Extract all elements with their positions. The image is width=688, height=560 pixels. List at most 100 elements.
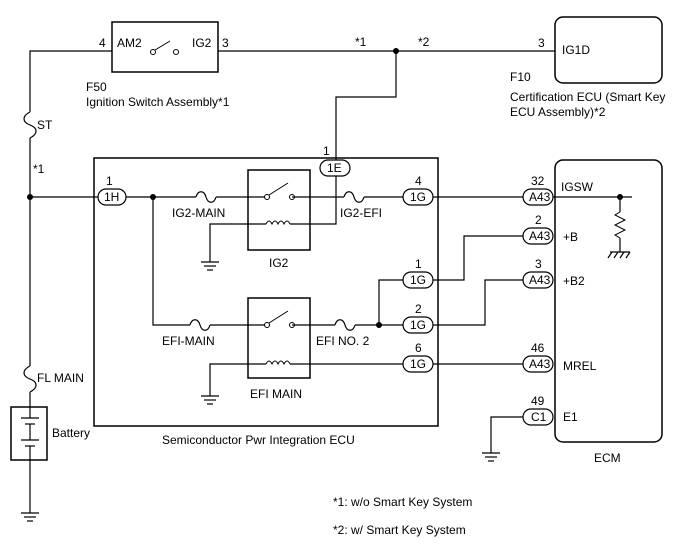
wire-e1-ground bbox=[490, 416, 523, 453]
ground-e1-icon bbox=[482, 452, 500, 462]
ignition-pin-am2: AM2 bbox=[117, 36, 142, 50]
ecm-connector-mrel-pin: 46 bbox=[531, 341, 545, 355]
relay-efi-blade bbox=[268, 310, 289, 324]
ecm-connector-mrel bbox=[522, 355, 554, 373]
switch-contact-right bbox=[173, 49, 179, 55]
wire-efi-to-1g1 bbox=[378, 279, 403, 325]
ecm-connector-plusb bbox=[522, 227, 554, 245]
ignition-pin-num-4: 4 bbox=[99, 36, 106, 50]
relay-efi-label: EFI MAIN bbox=[250, 387, 302, 401]
footnote-1: *1: w/o Smart Key System bbox=[333, 495, 472, 509]
wire-coil-ground bbox=[209, 223, 266, 262]
wire-note-2: *2 bbox=[418, 35, 430, 49]
switch-blade bbox=[154, 40, 171, 51]
fuse-efi-no2-symbol bbox=[334, 319, 356, 331]
connector-1e-code: 1E bbox=[327, 161, 342, 175]
ignition-switch-box bbox=[111, 21, 219, 73]
ground-battery-icon bbox=[21, 512, 39, 522]
connector-1g-1-pin: 1 bbox=[415, 257, 422, 271]
relay-efi-box bbox=[247, 297, 311, 379]
ground-efi-icon bbox=[201, 395, 219, 405]
ecm-label-mrel: MREL bbox=[563, 359, 597, 373]
footnote-2: *2: w/ Smart Key System bbox=[333, 523, 466, 537]
ecm-label-plusb2: +B2 bbox=[563, 274, 585, 288]
battery: Battery bbox=[10, 406, 90, 461]
connector-1g-6-code: 1G bbox=[410, 357, 426, 371]
ignition-pin-ig2: IG2 bbox=[192, 36, 212, 50]
connector-1e bbox=[319, 159, 351, 177]
cert-pin-ig1d: IG1D bbox=[562, 43, 590, 57]
fuse-ig2-efi-symbol bbox=[343, 191, 365, 203]
fuse-efi-main-symbol bbox=[189, 319, 211, 331]
relay-ig2-coil bbox=[265, 220, 291, 226]
ground-ig2-icon bbox=[201, 261, 219, 271]
ecm-label-e1: E1 bbox=[563, 410, 578, 424]
cert-pin-num: 3 bbox=[538, 36, 545, 50]
connector-1g-1-code: 1G bbox=[410, 273, 426, 287]
wire-to-1e bbox=[335, 51, 397, 160]
relay-efi-coil bbox=[265, 360, 291, 366]
connector-1g-4-pin: 4 bbox=[415, 174, 422, 188]
fuse-efi-no2-label: EFI NO. 2 bbox=[316, 334, 370, 348]
switch-contact-left bbox=[150, 49, 156, 55]
integration-ecu-name: Semiconductor Pwr Integration ECU bbox=[162, 433, 355, 447]
connector-1g-2-pin: 2 bbox=[415, 302, 422, 316]
fuse-efi-main-label: EFI-MAIN bbox=[162, 334, 215, 348]
wire-1g2-plusb2 bbox=[433, 279, 523, 326]
ignition-ref: F50 bbox=[86, 80, 107, 94]
relay-ig2-label: IG2 bbox=[269, 256, 289, 270]
cert-name-line2: ECU Assembly)*2 bbox=[510, 105, 606, 119]
ecm-connector-e1-pin: 49 bbox=[531, 394, 545, 408]
wire-1e-coil bbox=[290, 176, 337, 225]
cert-name-line1: Certification ECU (Smart Key bbox=[510, 90, 665, 104]
ecm-resistor bbox=[613, 211, 627, 239]
relay-ig2-blade bbox=[268, 182, 289, 196]
ecm-chassis-ground-icon bbox=[607, 251, 631, 259]
fuse-fl-main-symbol bbox=[23, 365, 37, 393]
certification-ecu: IG1D 3 F10 Certification ECU (Smart Key … bbox=[510, 16, 665, 119]
connector-1g-6-pin: 6 bbox=[415, 341, 422, 355]
battery-label: Battery bbox=[52, 426, 90, 440]
ecm: ECM A43 32 IGSW A43 2 +B A43 3 +B2 A43 4… bbox=[522, 159, 663, 465]
connector-1g-2-code: 1G bbox=[410, 318, 426, 332]
fuse-fl-main-label: FL MAIN bbox=[37, 371, 84, 385]
fuse-ig2-main-label: IG2-MAIN bbox=[172, 206, 225, 220]
ecm-connector-plusb-code: A43 bbox=[529, 229, 551, 243]
integration-ecu: Semiconductor Pwr Integration ECU 1E 1 1… bbox=[30, 144, 439, 447]
ignition-switch: AM2 IG2 4 3 F50 Ignition Switch Assembly… bbox=[86, 21, 230, 109]
integration-ecu-box bbox=[93, 157, 439, 427]
ecm-connector-plusb2-pin: 3 bbox=[535, 257, 542, 271]
wire-am2-left bbox=[29, 50, 112, 112]
wire-1g1-plusb bbox=[433, 235, 523, 281]
cert-ref: F10 bbox=[510, 70, 531, 84]
ignition-name: Ignition Switch Assembly*1 bbox=[86, 95, 230, 109]
ecm-label-plusb: +B bbox=[563, 230, 578, 244]
relay-ig2-box bbox=[247, 169, 311, 251]
fuse-ig2-efi-label: IG2-EFI bbox=[340, 206, 382, 220]
relay-efi-contact-left bbox=[264, 322, 270, 328]
wire-note-left: *1 bbox=[33, 162, 45, 176]
ecm-connector-e1-code: C1 bbox=[531, 410, 547, 424]
wire-efi-coil-ground bbox=[209, 363, 266, 396]
ecm-connector-plusb2-code: A43 bbox=[529, 273, 551, 287]
wire-1h-efimain bbox=[152, 197, 190, 326]
connector-1g-4-code: 1G bbox=[410, 190, 426, 204]
certification-ecu-box bbox=[554, 16, 663, 84]
relay-ig2-contact-left bbox=[264, 194, 270, 200]
connector-1h-code: 1H bbox=[104, 190, 119, 204]
fuse-ig2-main-symbol bbox=[195, 191, 217, 203]
ecm-box bbox=[554, 159, 663, 443]
wire-note-1: *1 bbox=[355, 35, 367, 49]
battery-box bbox=[10, 406, 48, 461]
connector-1e-pin: 1 bbox=[323, 144, 330, 158]
connector-1h-pin: 1 bbox=[106, 174, 113, 188]
ecm-connector-igsw-code: A43 bbox=[529, 190, 551, 204]
ignition-pin-num-3: 3 bbox=[222, 36, 229, 50]
ecm-label-igsw: IGSW bbox=[561, 180, 594, 194]
fuse-st-label: ST bbox=[37, 118, 53, 132]
ecm-connector-plusb2 bbox=[522, 271, 554, 289]
ecm-name: ECM bbox=[594, 451, 621, 465]
ecm-connector-plusb-pin: 2 bbox=[535, 213, 542, 227]
fuse-st-symbol bbox=[23, 111, 37, 139]
